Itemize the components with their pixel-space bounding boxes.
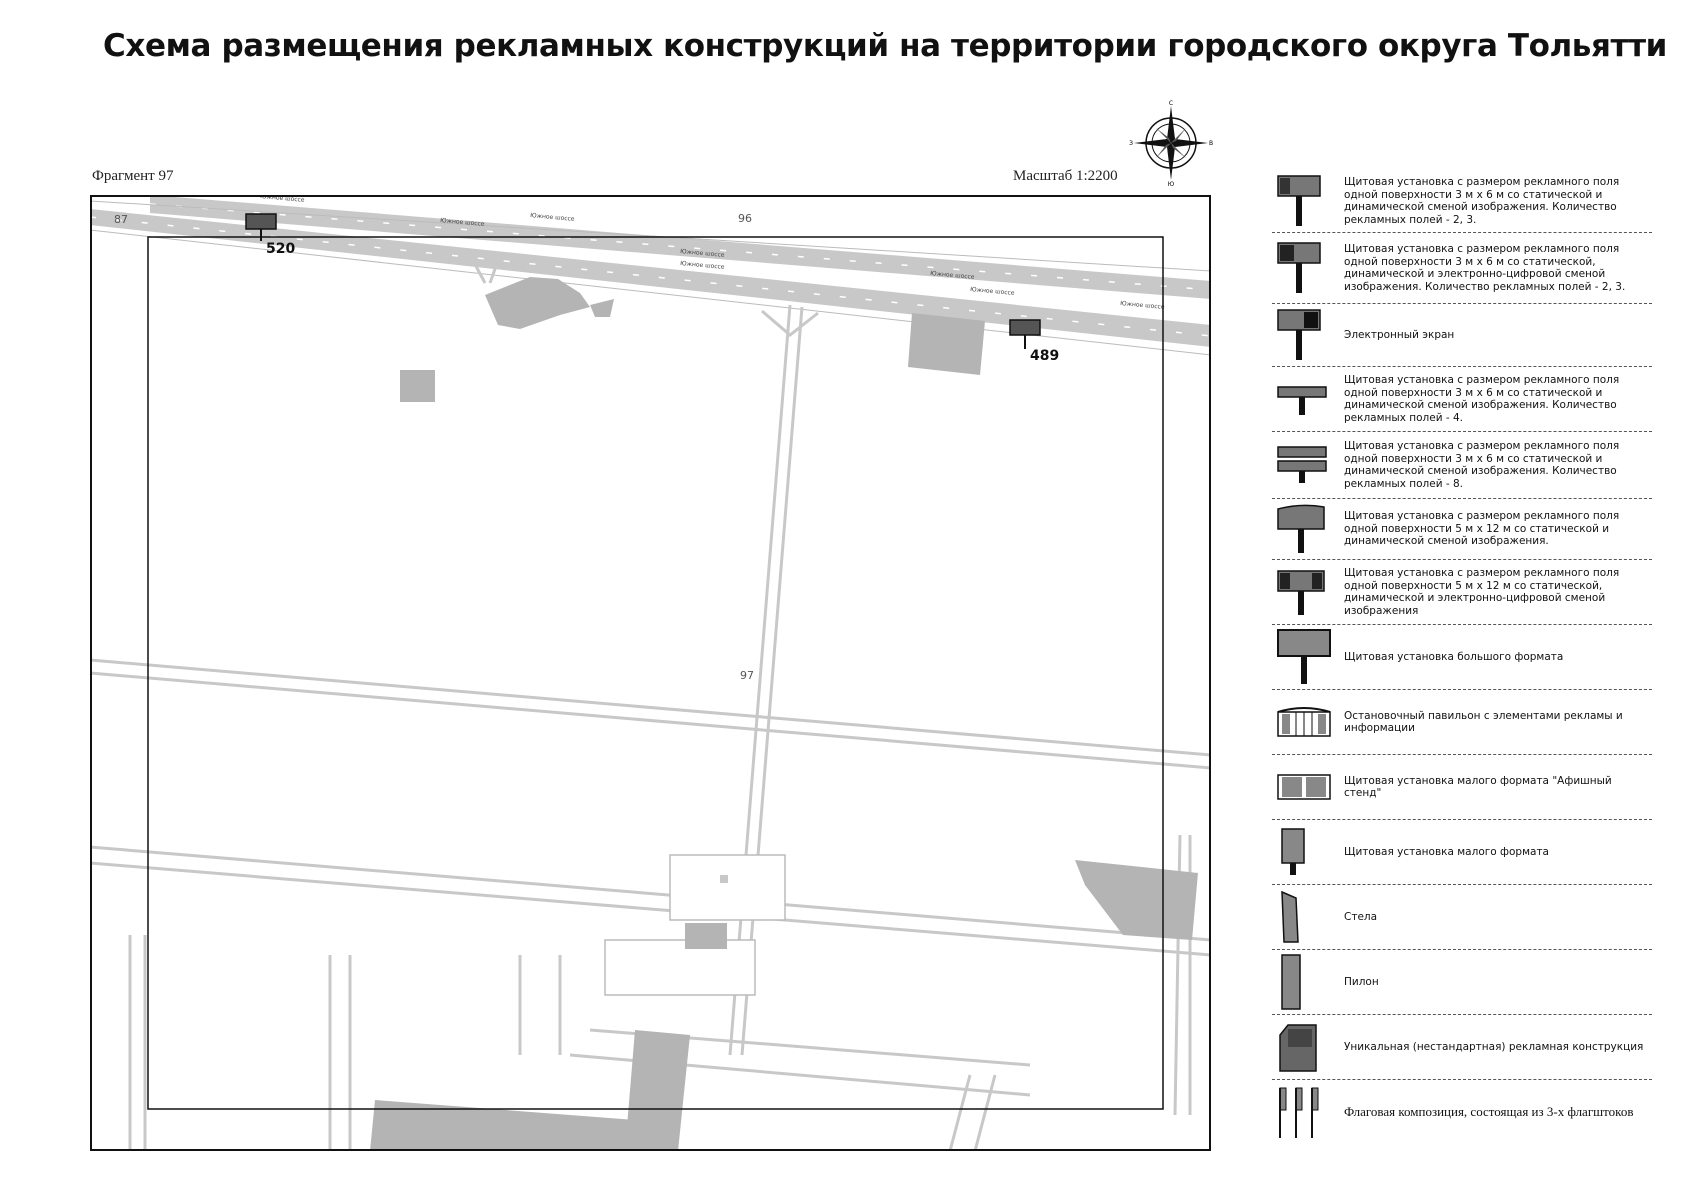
electronic-screen-icon [1277,309,1321,360]
fragment-neighbor-87: 87 [114,213,128,226]
billboard-5x12-digital-icon [1277,570,1325,615]
compass-east: В [1209,140,1213,147]
street-label: Южное шоссе [1120,300,1165,311]
legend-item: Щитовая установка с размером рекламного … [1272,560,1652,625]
poster-stand-icon [1277,774,1331,800]
billboard-marker-489[interactable]: 489 [1009,319,1059,364]
large-format-billboard-icon [1277,629,1331,684]
legend-item: Стела [1272,885,1652,950]
street-label: Южное шоссе [970,286,1015,297]
street-label: Южное шоссе [440,217,485,228]
legend-item: Щитовая установка с размером рекламного … [1272,367,1652,432]
compass-north: С [1169,100,1173,107]
legend-item: Щитовая установка с размером рекламного … [1272,233,1652,304]
billboard-3x6-digital-icon [1277,242,1321,293]
compass-rose-icon: С Ю З В [1129,100,1213,186]
billboard-marker-520[interactable]: 520 [245,213,295,257]
fragment-label: Фрагмент 97 [92,168,174,184]
bus-stop-pavilion-icon [1277,707,1331,737]
fragment-neighbor-96: 96 [738,212,752,225]
street-label: Южное шоссе [260,195,305,204]
pylon-icon [1281,954,1301,1010]
compass-south: Ю [1168,181,1175,186]
legend-item: Щитовая установка с размером рекламного … [1272,170,1652,233]
square-plaza [669,854,786,921]
legend-item: Щитовая установка большого формата [1272,625,1652,690]
street-label: Южное шоссе [680,248,725,259]
legend-item: Уникальная (нестандартная) рекламная кон… [1272,1015,1652,1080]
street-label: Южное шоссе [680,260,725,271]
flag-composition-icon [1279,1087,1319,1138]
legend-item: Щитовая установка малого формата "Афишны… [1272,755,1652,820]
marker-label: 520 [266,241,295,257]
map-area[interactable]: Южное шоссе Южное шоссе Южное шоссе Южно… [90,195,1211,1151]
billboard-4-fields-icon [1277,386,1327,415]
scale-label: Масштаб 1:2200 [1013,168,1118,184]
fragment-neighbor-97: 97 [740,669,754,682]
street-label: Южное шоссе [530,212,575,223]
page-title: Схема размещения рекламных конструкций н… [103,28,1667,64]
legend-item: Щитовая установка с размером рекламного … [1272,499,1652,560]
buildings [370,277,1198,1151]
billboard-3x6-static-dynamic-icon [1277,175,1321,226]
local-roads [90,254,1211,1151]
billboard-5x12-icon [1277,504,1325,553]
street-labels: Южное шоссе Южное шоссе Южное шоссе Южно… [260,195,1165,311]
legend-item: Остановочный павильон с элементами рекла… [1272,690,1652,755]
marker-label: 489 [1030,348,1059,364]
legend-item: Щитовая установка малого формата [1272,820,1652,885]
legend-item: Пилон [1272,950,1652,1015]
fragment-frame [147,236,1164,1110]
small-format-billboard-icon [1281,828,1305,875]
street-label: Южное шоссе [930,270,975,281]
legend-item: Флаговая композиция, состоящая из 3-х фл… [1272,1080,1652,1144]
legend-item: Электронный экран [1272,304,1652,367]
compass-west: З [1129,140,1133,147]
legend-item: Щитовая установка с размером рекламного … [1272,432,1652,499]
highway [90,195,1211,356]
stele-icon [1281,890,1299,943]
map-border [90,195,1211,1151]
legend: Щитовая установка с размером рекламного … [1272,170,1652,1144]
billboard-8-fields-icon [1277,446,1327,483]
unique-structure-icon [1279,1024,1317,1072]
